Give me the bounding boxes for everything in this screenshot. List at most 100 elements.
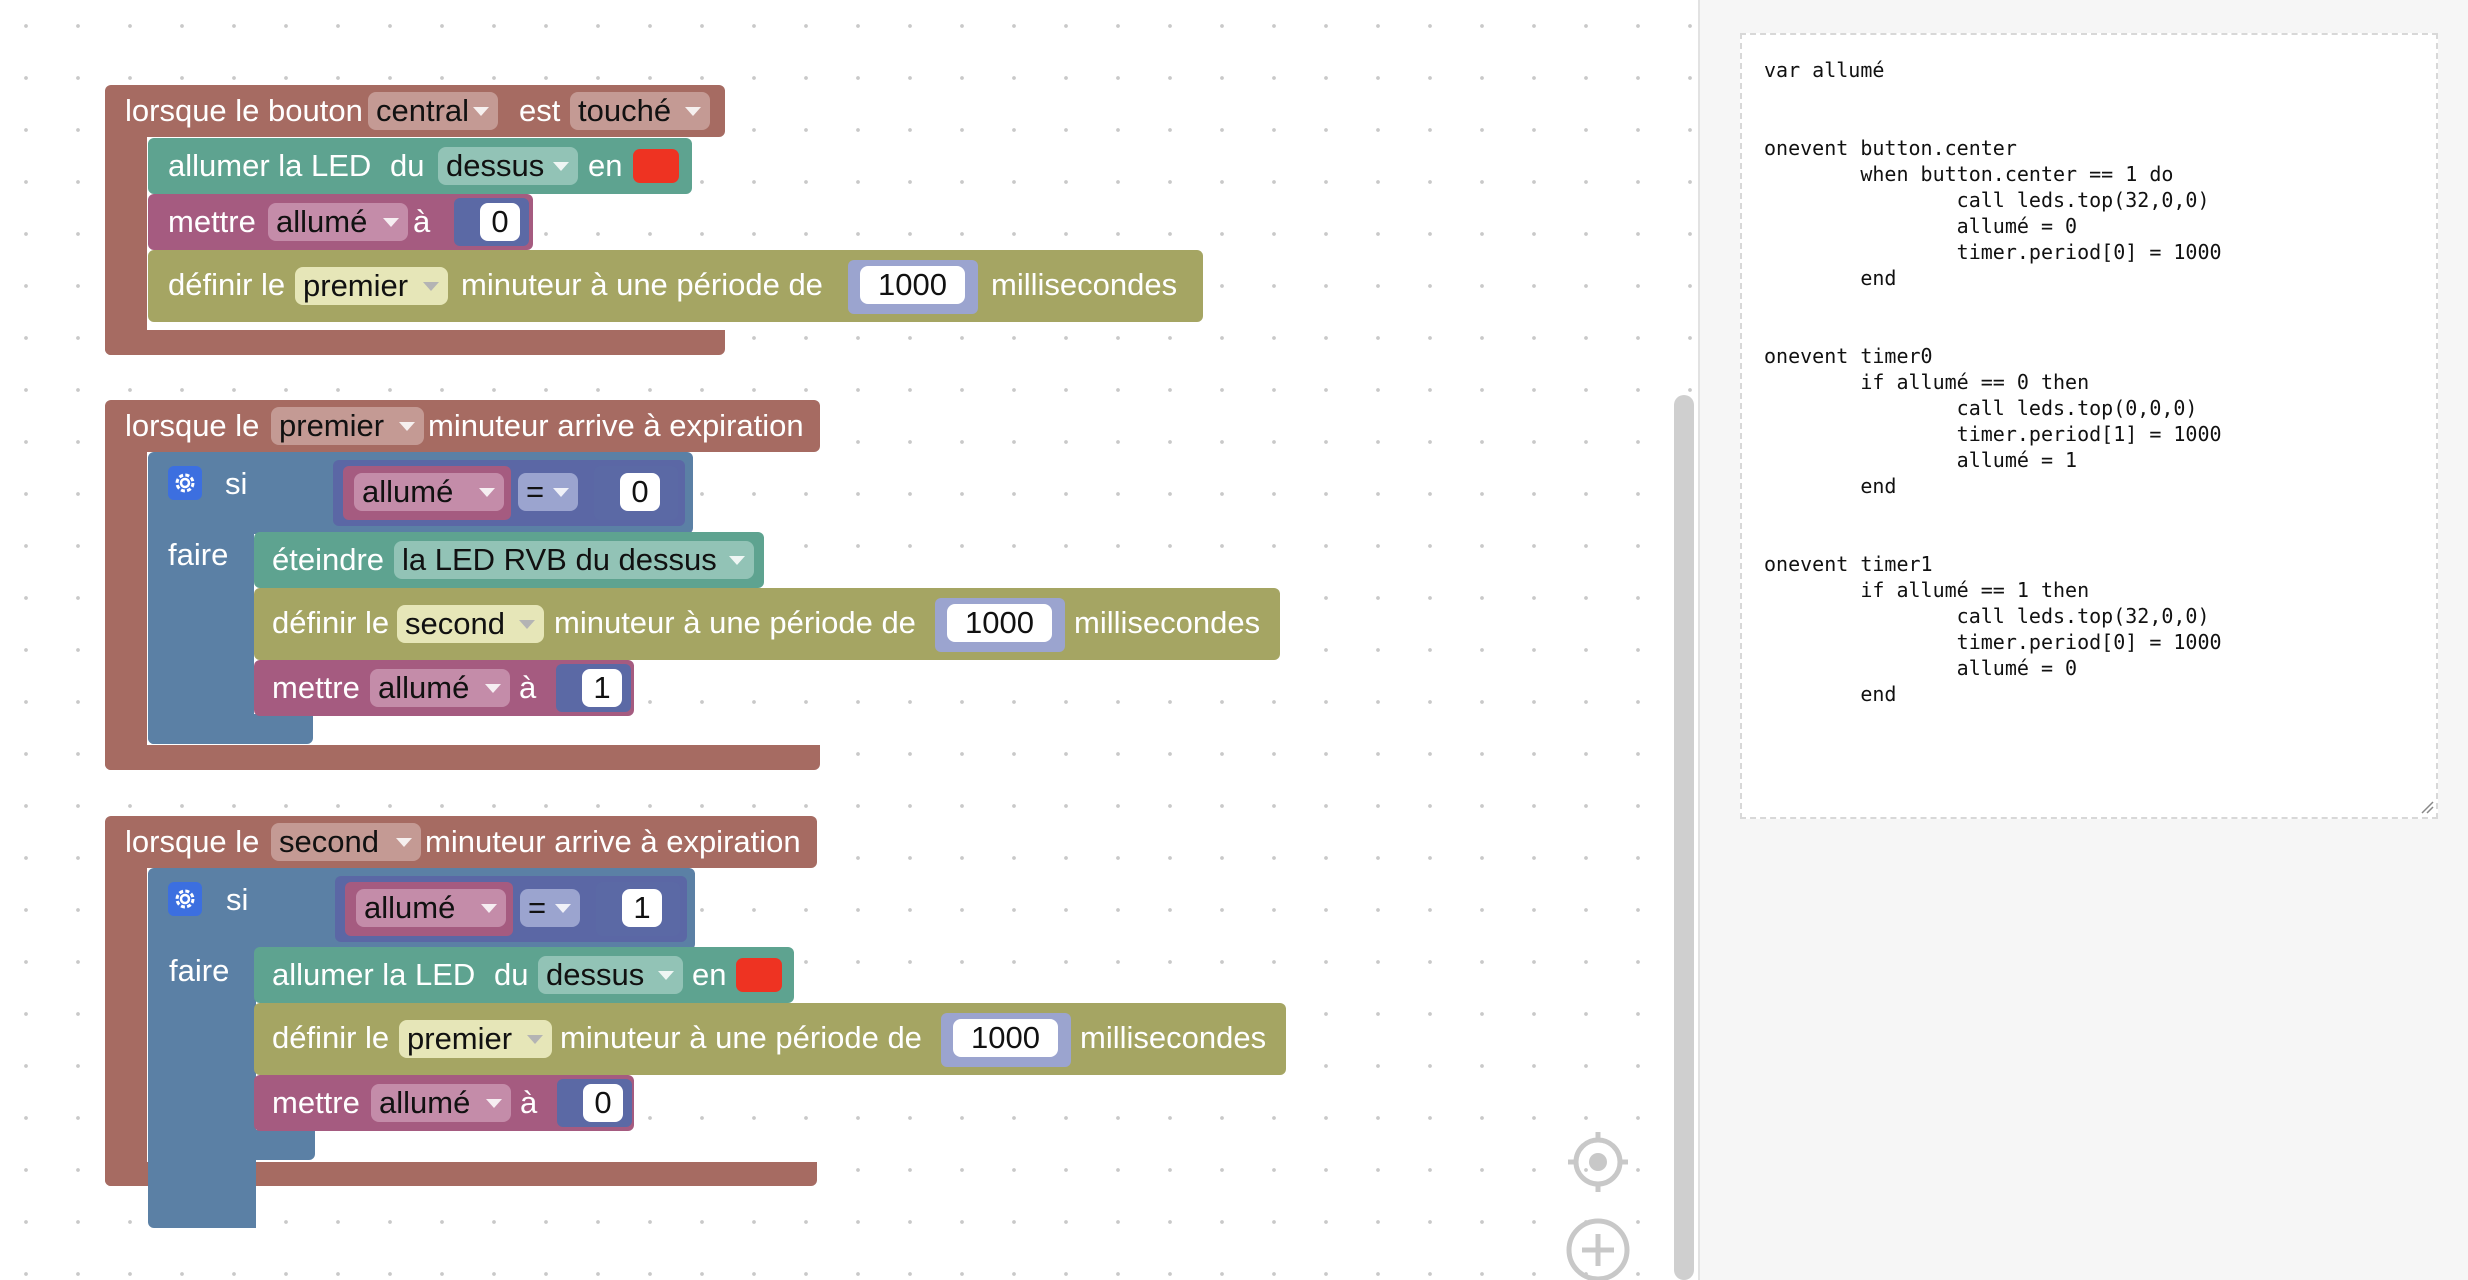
variable-dropdown[interactable]: allumé xyxy=(370,669,510,707)
plus-circle-icon[interactable] xyxy=(1564,1216,1632,1280)
number-field[interactable]: 1000 xyxy=(947,604,1052,642)
led-position-value: dessus xyxy=(546,957,645,992)
if-block[interactable]: si faire allumé = 0 xyxy=(148,452,698,744)
set-text-1: mettre xyxy=(272,670,360,705)
chevron-down-icon xyxy=(383,218,399,227)
chevron-down-icon xyxy=(519,620,535,629)
if-left-arm xyxy=(148,938,256,1228)
chevron-down-icon xyxy=(479,488,495,497)
led-off-block[interactable]: éteindre la LED RVB du dessus xyxy=(254,532,764,588)
variable-value: allumé xyxy=(276,204,368,239)
variable-dropdown[interactable]: allumé xyxy=(356,889,506,927)
led-position-dropdown[interactable]: dessus xyxy=(438,147,578,185)
led-on-block[interactable]: allumer la LED du dessus en xyxy=(148,138,692,194)
led-dropdown[interactable]: la LED RVB du dessus xyxy=(394,541,754,579)
timer-text-2: minuteur à une période de xyxy=(560,1020,922,1055)
set-text-2: à xyxy=(519,670,537,705)
event-block-timer0[interactable]: lorsque le premier minuteur arrive à exp… xyxy=(105,400,820,770)
if-block[interactable]: si faire allumé = 1 xyxy=(148,868,698,1228)
number-field[interactable]: 1000 xyxy=(860,266,965,304)
timer-dropdown[interactable]: premier xyxy=(399,1020,552,1058)
set-text-1: mettre xyxy=(168,204,256,239)
event-left-arm xyxy=(105,125,147,355)
resize-grip-icon[interactable] xyxy=(2420,800,2434,814)
chevron-down-icon xyxy=(473,107,489,116)
led-text-3: en xyxy=(588,148,623,183)
if-label: si xyxy=(226,882,249,917)
timer-value: premier xyxy=(303,268,409,303)
led-off-text: éteindre xyxy=(272,542,385,577)
gear-icon[interactable] xyxy=(168,466,202,500)
led-position-dropdown[interactable]: dessus xyxy=(538,956,683,994)
timer-dropdown[interactable]: premier xyxy=(271,407,424,445)
chevron-down-icon xyxy=(658,971,674,980)
set-timer-block[interactable]: définir le premier minuteur à une périod… xyxy=(254,1003,1286,1075)
timer-dropdown[interactable]: premier xyxy=(295,267,448,305)
number-field[interactable]: 0 xyxy=(480,203,520,241)
chevron-down-icon xyxy=(527,1035,543,1044)
set-variable-block[interactable]: mettre allumé à 0 xyxy=(148,194,533,250)
variable-value: allumé xyxy=(378,670,470,705)
if-label: si xyxy=(225,466,248,501)
panel-divider[interactable] xyxy=(1698,0,1700,1280)
timer-text-2: minuteur à une période de xyxy=(554,605,916,640)
timer-text-3: millisecondes xyxy=(991,267,1178,302)
variable-dropdown[interactable]: allumé xyxy=(371,1084,511,1122)
operator-value: = xyxy=(526,474,545,509)
led-on-block[interactable]: allumer la LED du dessus en xyxy=(254,947,794,1003)
event-left-arm xyxy=(105,856,147,1186)
timer-text-1: définir le xyxy=(168,267,286,302)
timer-value: premier xyxy=(407,1021,513,1056)
operator-value: = xyxy=(528,890,547,925)
event-bottom-bar xyxy=(105,745,820,770)
blockly-workspace[interactable]: lorsque le bouton central est touché all… xyxy=(0,0,1698,1280)
do-label: faire xyxy=(168,537,229,572)
chevron-down-icon xyxy=(553,488,569,497)
chevron-down-icon xyxy=(685,107,701,116)
chevron-down-icon xyxy=(553,162,569,171)
crosshair-icon[interactable] xyxy=(1566,1130,1630,1194)
chevron-down-icon xyxy=(396,838,412,847)
event-block-button[interactable]: lorsque le bouton central est touché xyxy=(105,85,725,355)
chevron-down-icon xyxy=(423,282,439,291)
number-field[interactable]: 0 xyxy=(583,1084,623,1122)
if-bottom xyxy=(148,1130,315,1160)
led-text-2: du xyxy=(494,957,529,992)
gear-icon[interactable] xyxy=(168,882,202,916)
variable-dropdown[interactable]: allumé xyxy=(354,473,504,511)
number-field[interactable]: 1000 xyxy=(953,1019,1058,1057)
led-text-3: en xyxy=(692,957,727,992)
set-timer-block[interactable]: définir le second minuteur à une période… xyxy=(254,588,1280,660)
number-field[interactable]: 1 xyxy=(582,669,622,707)
operator-dropdown[interactable]: = xyxy=(518,473,578,511)
number-field[interactable]: 1 xyxy=(622,889,662,927)
set-variable-block[interactable]: mettre allumé à 0 xyxy=(254,1075,634,1131)
event-block-timer1[interactable]: lorsque le second minuteur arrive à expi… xyxy=(105,816,817,1186)
if-left-arm xyxy=(148,522,254,744)
event-left-arm xyxy=(105,440,147,770)
workspace-scrollbar[interactable] xyxy=(1674,395,1694,1280)
led-color-swatch[interactable] xyxy=(633,149,679,183)
set-text-1: mettre xyxy=(272,1085,360,1120)
event-text-1: lorsque le bouton xyxy=(125,93,363,128)
code-panel: var allumé onevent button.center when bu… xyxy=(1700,0,2468,1280)
timer-dropdown[interactable]: second xyxy=(271,823,421,861)
set-text-2: à xyxy=(413,204,431,239)
event-hat[interactable] xyxy=(105,400,820,452)
event-text-1: lorsque le xyxy=(125,408,260,443)
timer-text-1: définir le xyxy=(272,1020,390,1055)
variable-dropdown[interactable]: allumé xyxy=(268,203,408,241)
chevron-down-icon xyxy=(729,556,745,565)
led-color-swatch[interactable] xyxy=(736,958,782,992)
event-type-dropdown[interactable]: touché xyxy=(570,92,710,130)
button-dropdown[interactable]: central xyxy=(368,92,498,130)
operator-dropdown[interactable]: = xyxy=(520,889,580,927)
code-editor[interactable]: var allumé onevent button.center when bu… xyxy=(1740,33,2438,819)
do-label: faire xyxy=(169,953,230,988)
timer-dropdown[interactable]: second xyxy=(397,605,544,643)
event-hat[interactable] xyxy=(105,816,817,868)
number-field[interactable]: 0 xyxy=(620,473,660,511)
timer-value: premier xyxy=(279,408,385,443)
set-variable-block[interactable]: mettre allumé à 1 xyxy=(254,660,634,716)
set-timer-block[interactable]: définir le premier minuteur à une périod… xyxy=(148,250,1203,322)
